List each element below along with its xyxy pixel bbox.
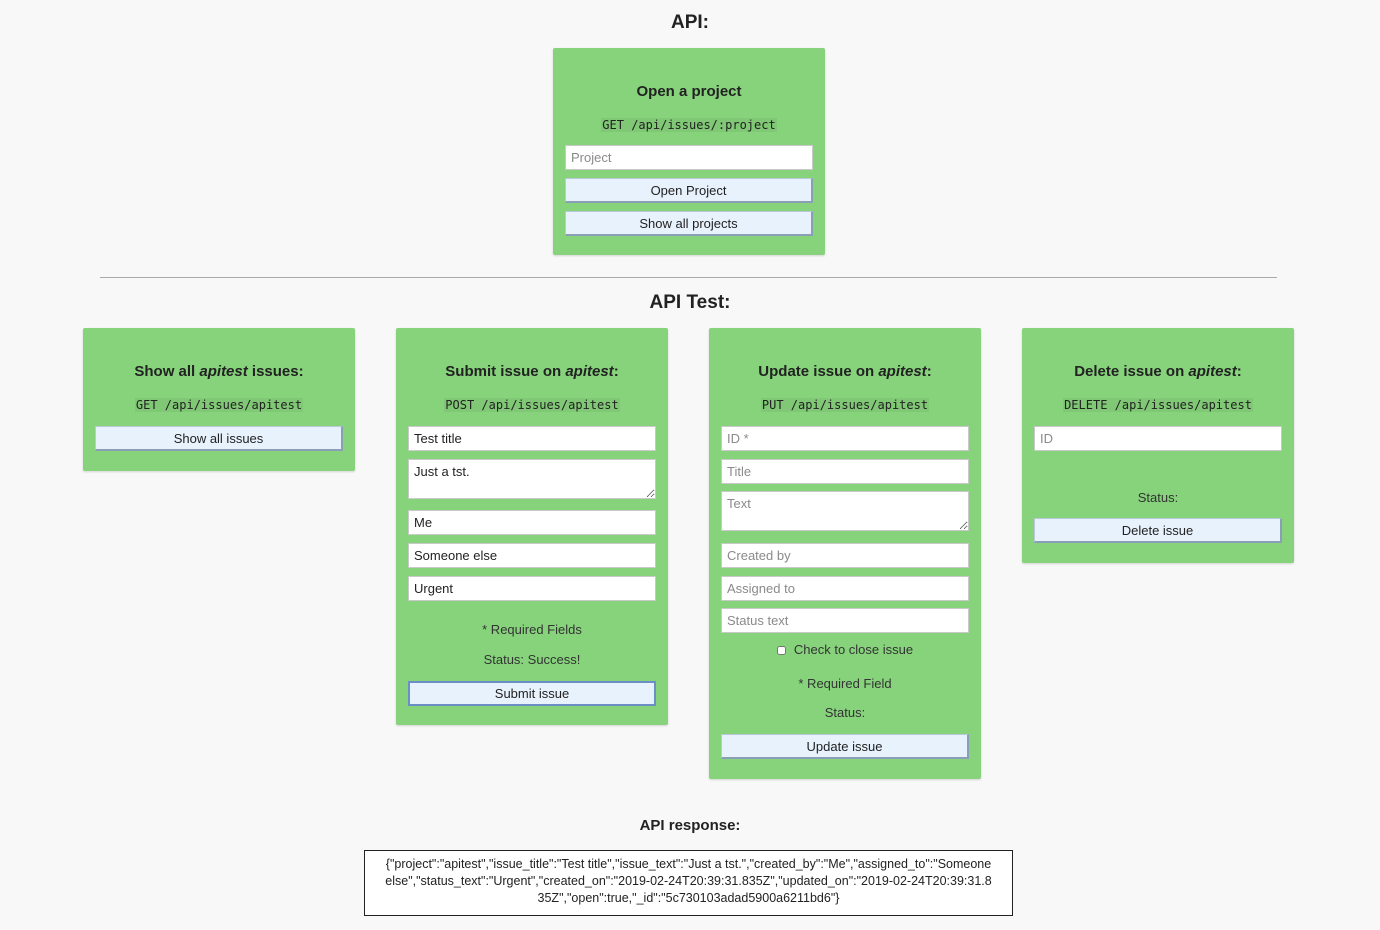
submit-status-text-input[interactable] <box>408 576 656 601</box>
update-assigned-to-input[interactable] <box>721 576 969 601</box>
submit-issue-title: Submit issue on apitest: <box>445 363 619 380</box>
submit-issue-card: Submit issue on apitest: POST /api/issue… <box>396 328 668 725</box>
delete-issue-button[interactable]: Delete issue <box>1034 518 1282 543</box>
delete-issue-title: Delete issue on apitest: <box>1074 363 1242 380</box>
update-text-textarea[interactable] <box>721 491 969 531</box>
delete-issue-endpoint: DELETE /api/issues/apitest <box>1063 398 1253 412</box>
update-status-text-input[interactable] <box>721 608 969 633</box>
open-project-card: Open a project GET /api/issues/:project … <box>553 48 825 255</box>
show-all-projects-button[interactable]: Show all projects <box>565 211 813 236</box>
submit-assigned-to-input[interactable] <box>408 543 656 568</box>
update-id-input[interactable] <box>721 426 969 451</box>
open-project-title: Open a project <box>636 83 742 100</box>
update-issue-endpoint: PUT /api/issues/apitest <box>760 398 930 412</box>
show-all-issues-title: Show all apitest issues: <box>134 363 304 380</box>
api-response-body: {"project":"apitest","issue_title":"Test… <box>364 850 1013 916</box>
submit-issue-endpoint: POST /api/issues/apitest <box>444 398 620 412</box>
submit-status: Status: Success! <box>483 652 581 667</box>
update-issue-card: Update issue on apitest: PUT /api/issues… <box>709 328 981 779</box>
update-issue-title: Update issue on apitest: <box>758 363 932 380</box>
close-issue-label: Check to close issue <box>793 642 914 657</box>
submit-title-input[interactable] <box>408 426 656 451</box>
project-input[interactable] <box>565 145 813 170</box>
submit-created-by-input[interactable] <box>408 510 656 535</box>
delete-id-input[interactable] <box>1034 426 1282 451</box>
open-project-endpoint: GET /api/issues/:project <box>601 118 777 132</box>
delete-issue-card: Delete issue on apitest: DELETE /api/iss… <box>1022 328 1294 563</box>
submit-issue-button[interactable]: Submit issue <box>408 681 656 706</box>
open-project-button[interactable]: Open Project <box>565 178 813 203</box>
section-divider <box>100 277 1277 278</box>
show-all-issues-button[interactable]: Show all issues <box>95 426 343 451</box>
submit-text-textarea[interactable]: Just a tst. <box>408 459 656 499</box>
close-issue-checkline: Check to close issue <box>709 642 981 657</box>
api-response-heading: API response: <box>639 817 741 834</box>
update-status: Status: <box>824 705 866 720</box>
update-title-input[interactable] <box>721 459 969 484</box>
show-all-issues-card: Show all apitest issues: GET /api/issues… <box>83 328 355 471</box>
api-test-heading: API Test: <box>649 292 731 313</box>
api-heading: API: <box>671 12 709 33</box>
update-created-by-input[interactable] <box>721 543 969 568</box>
show-all-issues-endpoint: GET /api/issues/apitest <box>134 398 304 412</box>
update-required-note: * Required Field <box>798 676 892 691</box>
close-issue-checkbox[interactable] <box>776 646 786 656</box>
delete-status: Status: <box>1137 490 1179 505</box>
update-issue-button[interactable]: Update issue <box>721 734 969 759</box>
submit-required-note: * Required Fields <box>482 622 582 637</box>
